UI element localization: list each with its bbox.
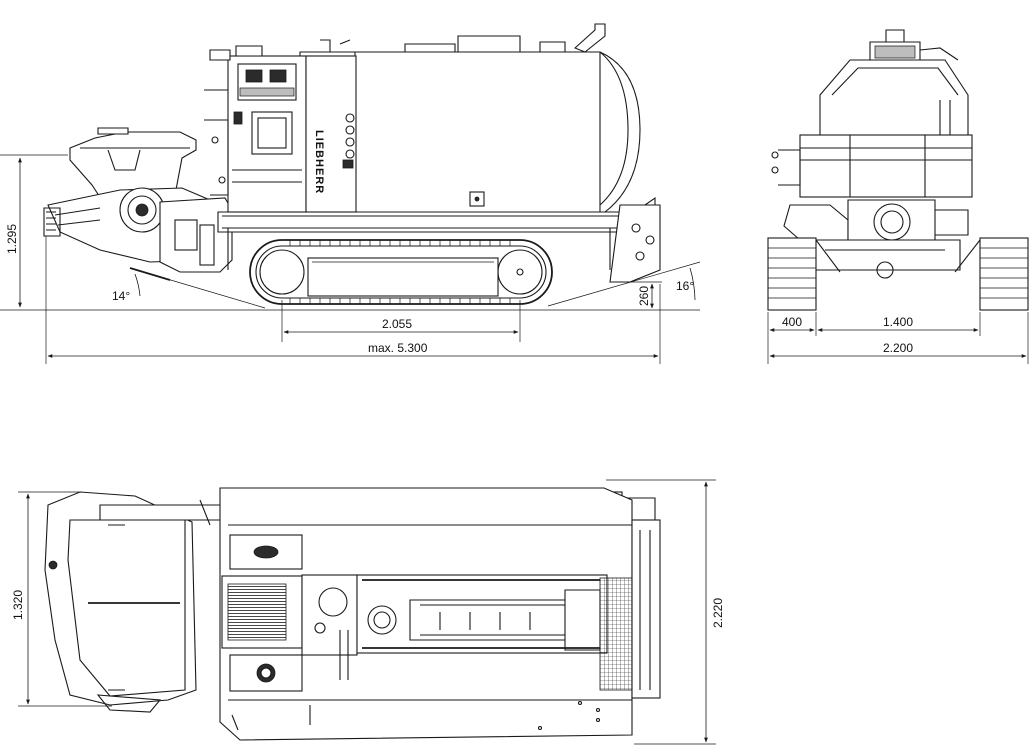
- dim-total-width-label: 2.200: [883, 341, 913, 355]
- side-view: LIEBHERR 1.295 14° 16° 260: [0, 23, 701, 364]
- top-view: 1.320 2.220: [11, 479, 725, 745]
- chassis-frame: [217, 196, 661, 283]
- rear-view: 400 1.400 2.200: [767, 29, 1029, 364]
- dim-clearance-label: 260: [637, 286, 651, 306]
- dim-track-label: 2.055: [382, 317, 412, 331]
- dim-track-gauge-label: 1.400: [883, 315, 913, 329]
- dim-total-width-top-label: 2.220: [711, 598, 725, 628]
- dim-length-5300: max. 5.300: [45, 236, 661, 364]
- dim-length-label: max. 5.300: [368, 341, 428, 355]
- dim-track-2055: 2.055: [281, 300, 521, 342]
- angle-rear-16: 16°: [547, 261, 701, 307]
- crawler-track: [249, 239, 553, 305]
- angle-rear-label: 16°: [676, 279, 694, 293]
- brand-logo: LIEBHERR: [313, 130, 325, 194]
- dim-hopper-label: 1.320: [11, 590, 25, 620]
- dim-rear-widths: 400 1.400 2.200: [767, 312, 1029, 364]
- angle-front-label: 14°: [112, 289, 130, 303]
- control-cabinet: LIEBHERR: [204, 45, 357, 213]
- dim-track-width-label: 400: [782, 315, 802, 329]
- dim-height-1295: 1.295: [0, 154, 68, 308]
- dim-clearance-260: 260: [620, 281, 662, 309]
- dim-width-2220: 2.220: [606, 479, 725, 745]
- hopper-assembly: [43, 127, 233, 281]
- dim-height-label: 1.295: [5, 224, 19, 254]
- angle-front-14: 14°: [112, 267, 266, 309]
- dim-hopper-1320: 1.320: [11, 491, 112, 707]
